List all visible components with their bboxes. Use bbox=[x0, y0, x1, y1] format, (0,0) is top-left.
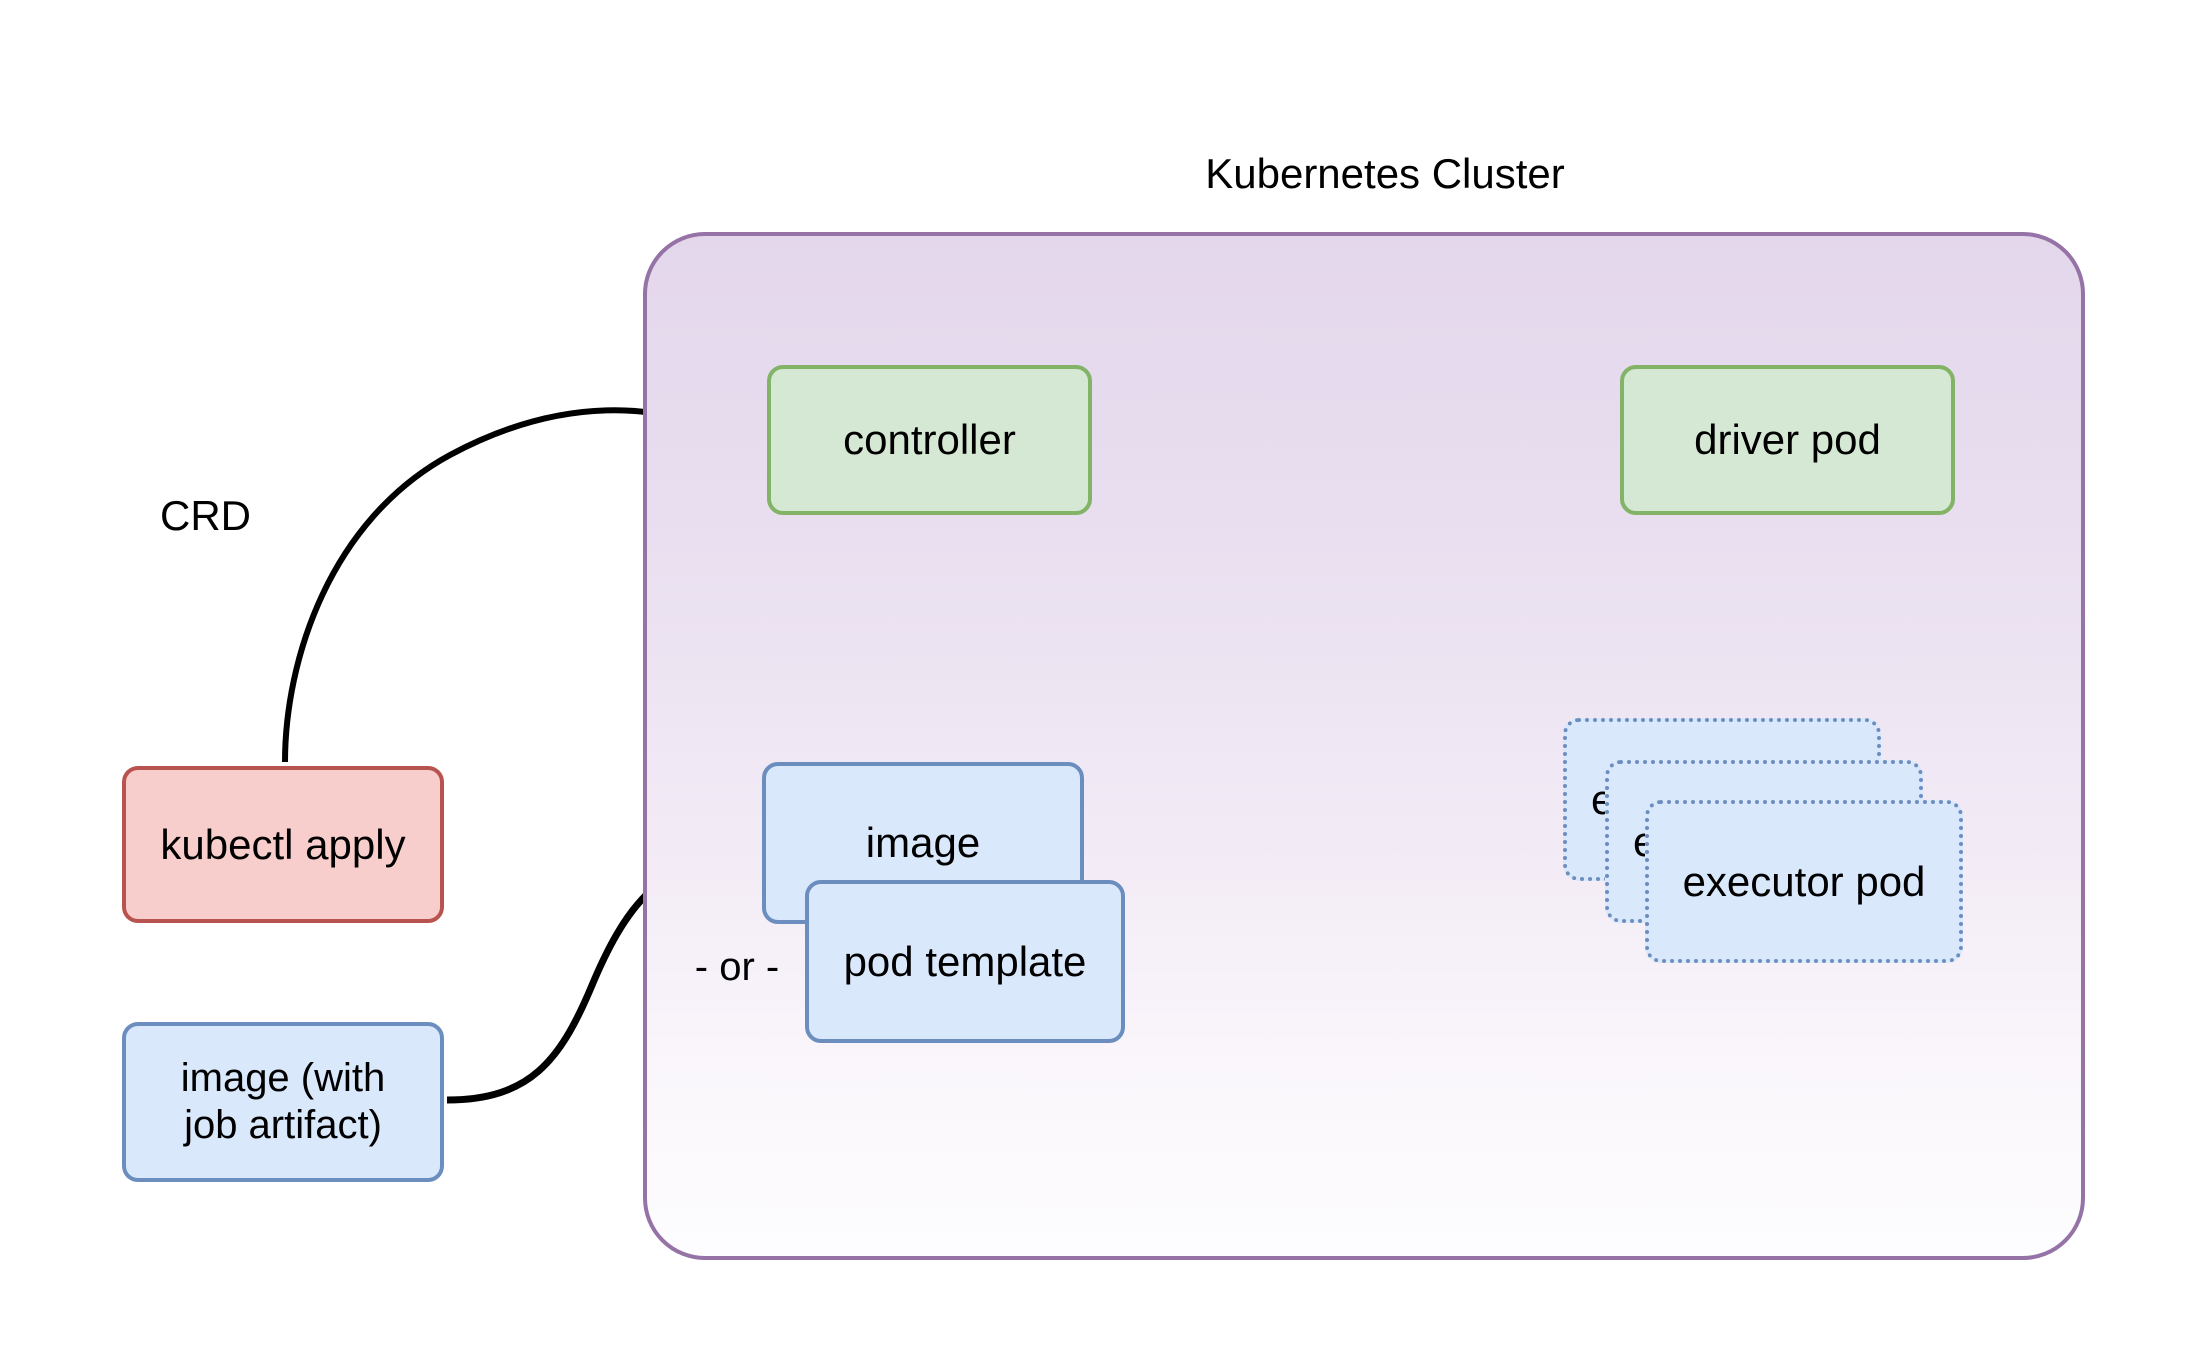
cluster-title: Kubernetes Cluster bbox=[1205, 150, 1565, 197]
crd-edge-label: CRD bbox=[160, 492, 251, 539]
node-pod-template[interactable]: pod template bbox=[805, 880, 1125, 1043]
node-driver-pod-label: driver pod bbox=[1694, 416, 1881, 464]
node-pod-template-label: pod template bbox=[843, 937, 1087, 985]
node-kubectl-apply[interactable]: kubectl apply bbox=[122, 766, 444, 923]
node-image-with-job-artifact-label: image (with job artifact) bbox=[180, 1055, 386, 1147]
node-image-with-job-artifact[interactable]: image (with job artifact) bbox=[122, 1022, 444, 1182]
node-executor-pod-1[interactable]: executor pod bbox=[1645, 800, 1963, 963]
node-image-label: image bbox=[865, 819, 981, 867]
node-executor-pod-1-label: executor pod bbox=[1682, 857, 1926, 905]
node-kubectl-apply-label: kubectl apply bbox=[160, 820, 406, 868]
node-controller[interactable]: controller bbox=[767, 365, 1092, 515]
or-separator-label: - or - bbox=[694, 945, 780, 989]
node-driver-pod[interactable]: driver pod bbox=[1620, 365, 1955, 515]
node-controller-label: controller bbox=[843, 416, 1016, 464]
